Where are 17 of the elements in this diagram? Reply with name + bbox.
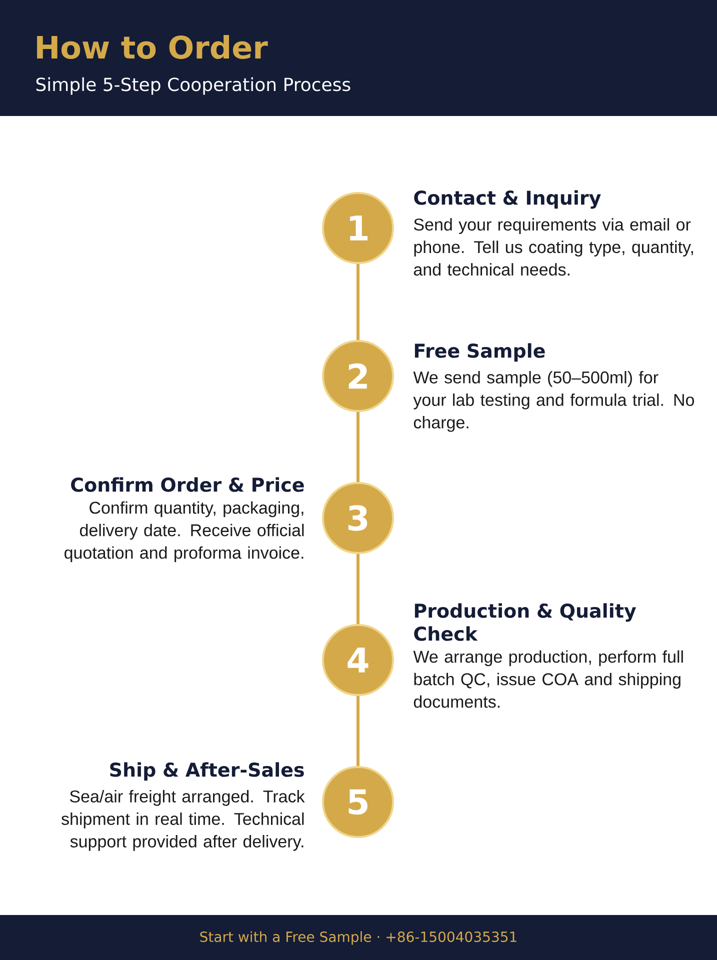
connector-line bbox=[356, 264, 360, 340]
connector-line bbox=[356, 554, 360, 624]
step-description: Send your requirements via email or phone. Tell us coating type, quantity, and technical needs. bbox=[414, 218, 693, 276]
step-description: We arrange production, perform full batch QC, issue COA and shipping documents. bbox=[413, 650, 683, 708]
connector-line bbox=[356, 412, 360, 482]
step-heading: Free Sample bbox=[414, 343, 545, 362]
step-heading: Contact & Inquiry bbox=[414, 190, 601, 209]
step-description: We send sample (50–500ml) for your lab testing and formula trial. No charge. bbox=[413, 371, 694, 432]
step-heading: Production & Quality Check bbox=[414, 603, 636, 641]
step-heading: Confirm Order & Price bbox=[71, 477, 304, 492]
footer-text: Start with a Free Sample · +86-15004035351 bbox=[200, 931, 516, 945]
connector-line bbox=[356, 696, 360, 766]
title: How to Order bbox=[37, 35, 268, 59]
step-description: Confirm quantity, packaging, delivery date. Receive official quotation and proforma invoice. bbox=[64, 501, 304, 562]
subtitle: Simple 5-Step Cooperation Process bbox=[36, 77, 350, 95]
step-heading: Ship & After-Sales bbox=[110, 762, 304, 781]
step-description: Sea/air freight arranged. Track shipment in real time. Technical support provided after delivery. bbox=[62, 790, 305, 851]
